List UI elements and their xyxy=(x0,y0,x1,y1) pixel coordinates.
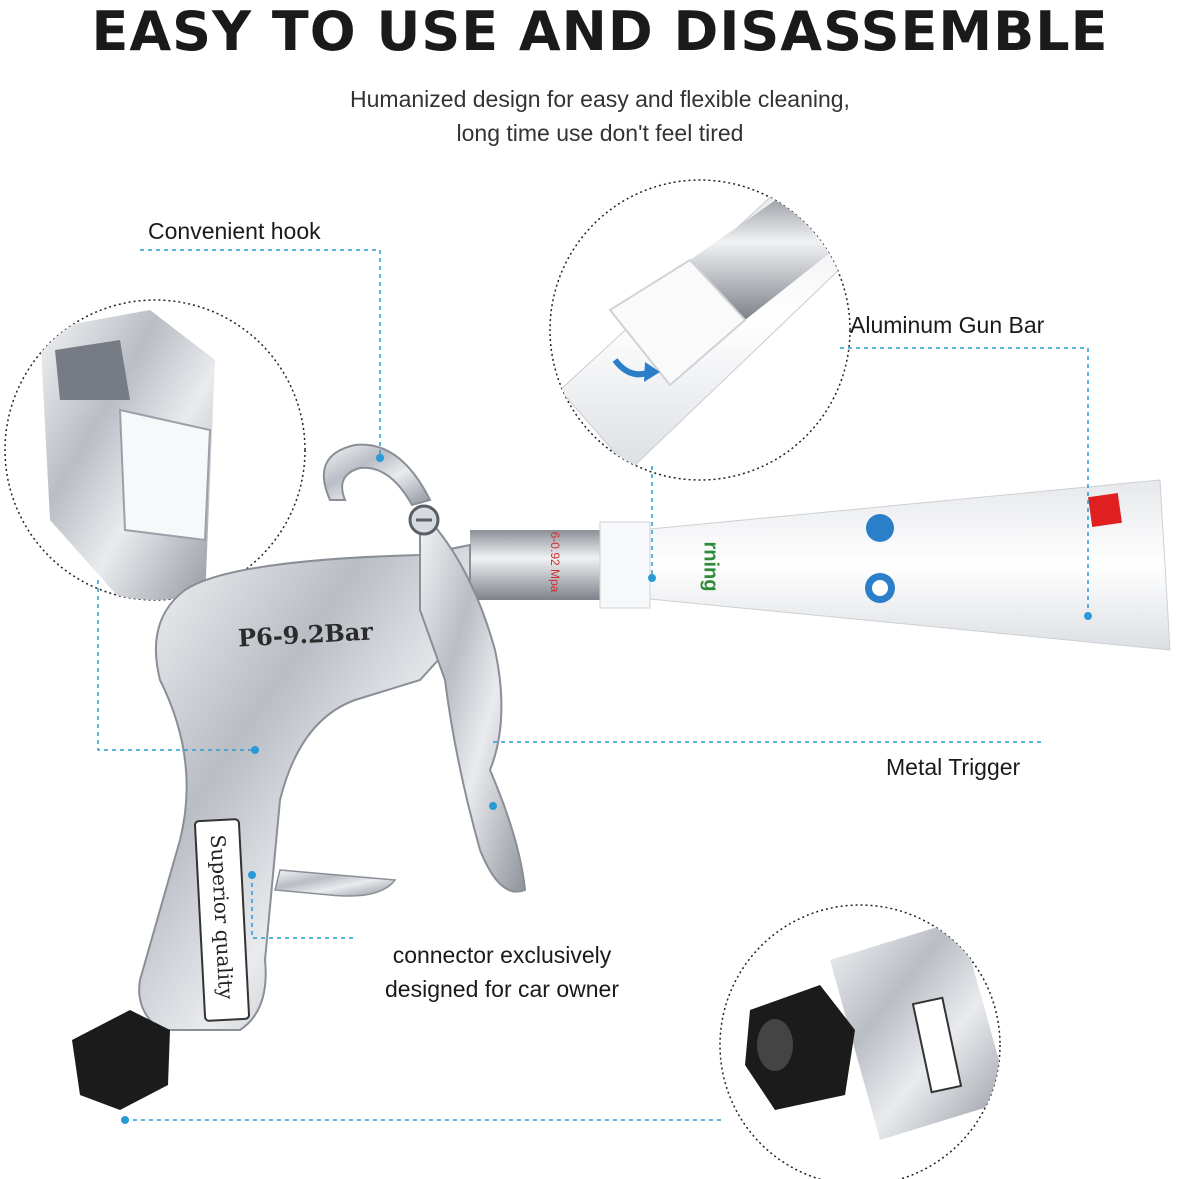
connector-detail-circle xyxy=(719,904,1001,1179)
page-subtitle: Humanized design for easy and flexible c… xyxy=(200,82,1000,150)
barrel-tube xyxy=(470,521,651,609)
callout-lines xyxy=(97,249,1089,1121)
gun-body xyxy=(72,443,527,1110)
callout-hook: Convenient hook xyxy=(148,218,321,244)
nozzle-cone xyxy=(639,479,1171,651)
callout-connector: connector exclusively designed for car o… xyxy=(352,938,652,1006)
subtitle-line-2: long time use don't feel tired xyxy=(456,120,744,146)
callout-connector-line-1: connector exclusively xyxy=(392,942,612,968)
subtitle-line-1: Humanized design for easy and flexible c… xyxy=(350,86,850,112)
callout-trigger: Metal Trigger xyxy=(886,754,1021,780)
callout-dots xyxy=(121,454,1092,1124)
callout-connector-line-2: designed for car owner xyxy=(385,976,619,1002)
callout-gun-bar: Aluminum Gun Bar xyxy=(850,312,1045,338)
page-title: EASY TO USE AND DISASSEMBLE xyxy=(91,0,1109,63)
nozzle-marking: 6-0.92 Mpa xyxy=(548,531,562,593)
gun-bar-detail-circle xyxy=(549,179,851,481)
hook-detail-circle xyxy=(4,299,306,601)
cone-marking: rning xyxy=(699,541,722,592)
